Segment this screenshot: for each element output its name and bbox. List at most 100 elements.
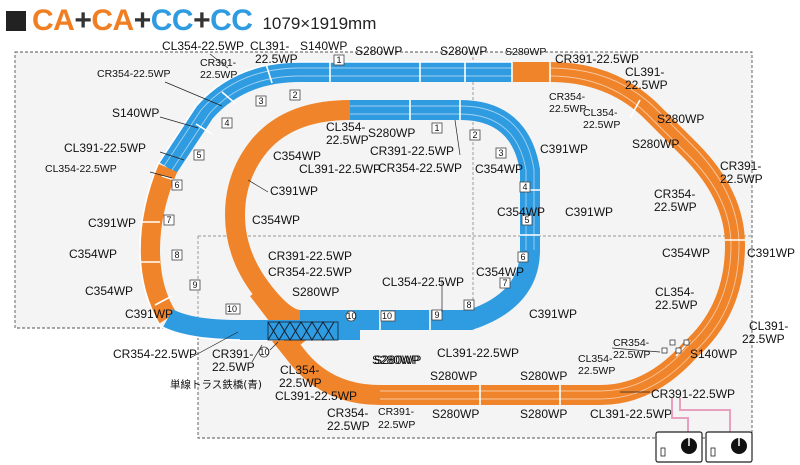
piece-id: 9 — [435, 310, 440, 320]
label: S280WP — [430, 369, 477, 383]
piece-id: 5 — [525, 215, 530, 225]
track-outer-orange-top — [272, 62, 746, 405]
piece-id: 10 — [260, 347, 270, 357]
label: CR354-22.5WP — [97, 68, 171, 80]
piece-id: 7 — [503, 278, 508, 288]
label: CR354- — [327, 406, 368, 420]
board-area — [15, 52, 752, 438]
label: C354WP — [252, 213, 300, 227]
layout-size: 1079×1919mm — [262, 14, 377, 33]
piece-id: 1 — [337, 55, 342, 65]
label: CL354- — [583, 107, 618, 119]
label: 22.5WP — [327, 419, 370, 433]
label: CL354-22.5WP — [45, 163, 117, 175]
track-outer-orange-left — [139, 164, 178, 324]
label: C391WP — [540, 142, 588, 156]
board-outline — [14, 51, 753, 439]
piece-id: 8 — [175, 250, 180, 260]
piece-id: 6 — [175, 180, 180, 190]
label: 22.5WP — [378, 419, 415, 431]
label: 22.5WP — [212, 360, 255, 374]
track-joints — [140, 62, 745, 405]
label: CL354- — [326, 120, 365, 134]
label: S280WP — [368, 126, 415, 140]
label: S140WP — [300, 39, 347, 53]
piece-id: 8 — [467, 300, 472, 310]
label: C354WP — [273, 149, 321, 163]
label: C354WP — [497, 205, 545, 219]
rail-line — [380, 67, 740, 400]
leader-lines — [149, 53, 661, 393]
label: CL354- — [655, 285, 694, 299]
label: CR354-22.5WP — [113, 347, 197, 361]
label: C354WP — [69, 247, 117, 261]
label: S280WP — [505, 46, 546, 58]
piece-id: 5 — [197, 150, 202, 160]
label: CL354- — [578, 353, 613, 365]
rail-line — [171, 75, 512, 171]
label: CL354- — [280, 363, 319, 377]
label: 22.5WP — [720, 172, 763, 186]
piece-id: 4 — [225, 118, 230, 128]
label: 22.5WP — [742, 332, 785, 346]
label: CR391-22.5WP — [268, 249, 352, 263]
label: CL391- — [625, 65, 664, 79]
label: 単線トラス鉄橋(青) — [170, 378, 262, 391]
label: CR354- — [654, 187, 695, 201]
label: CL354-22.5WP — [162, 39, 244, 53]
label: CR354- — [613, 337, 650, 349]
power-controller[interactable] — [705, 431, 753, 463]
rail-line — [350, 105, 535, 250]
controller-wire — [671, 398, 689, 432]
label: CL354-22.5WP — [382, 275, 464, 289]
piece-id: 7 — [167, 215, 172, 225]
label: CL391- — [250, 39, 289, 53]
title-square-icon — [6, 11, 26, 31]
piece-id: 2 — [473, 130, 478, 140]
label: S140WP — [112, 106, 159, 120]
piece-id: 6 — [521, 252, 526, 262]
title-row: CA+CA+CC+CC 1079×1919mm — [6, 4, 376, 38]
truss-bridge — [267, 321, 339, 341]
layout-title: CA+CA+CC+CC — [32, 4, 253, 38]
track-labels: CL354-22.5WP CL391- 22.5WP S140WP S280WP… — [45, 39, 795, 433]
label: S280WP — [657, 112, 704, 126]
label: CR354- — [549, 91, 586, 103]
label: S280WP — [632, 137, 679, 151]
label: CR391- — [200, 57, 237, 69]
label: 22.5WP — [200, 69, 237, 81]
label: C391WP — [565, 205, 613, 219]
label: CR391- — [720, 159, 761, 173]
label: S280WP — [372, 353, 419, 367]
rail-line — [350, 113, 527, 250]
label: 22.5WP — [583, 119, 620, 131]
label: 22.5WP — [655, 298, 698, 312]
label: CL391- — [749, 319, 788, 333]
label: CR391-22.5WP — [651, 387, 735, 401]
label: C391WP — [747, 246, 795, 260]
label: 22.5WP — [578, 365, 615, 377]
label: S280WP — [355, 44, 402, 58]
label: 22.5WP — [613, 349, 650, 361]
label: CL391-22.5WP — [590, 407, 672, 421]
title-part: CA — [32, 4, 75, 37]
label: C391WP — [529, 307, 577, 321]
track-edge — [139, 61, 512, 341]
label: 22.5WP — [654, 200, 697, 214]
piece-id: 10 — [382, 311, 392, 321]
label: 22.5WP — [625, 78, 668, 92]
label: S280WP — [440, 44, 487, 58]
power-controller[interactable] — [655, 431, 703, 463]
label: CR391- — [212, 347, 253, 361]
label: CR354-22.5WP — [268, 265, 352, 279]
title-part: + — [74, 4, 92, 37]
track-inner-blue-top — [300, 100, 540, 330]
label: C354WP — [476, 265, 524, 279]
label: S280WP — [432, 407, 479, 421]
title-part: + — [133, 4, 152, 37]
label: CL391-22.5WP — [437, 346, 519, 360]
label: CR354-22.5WP — [378, 161, 462, 175]
title-part: + — [193, 4, 211, 37]
label: S280WP — [292, 285, 339, 299]
